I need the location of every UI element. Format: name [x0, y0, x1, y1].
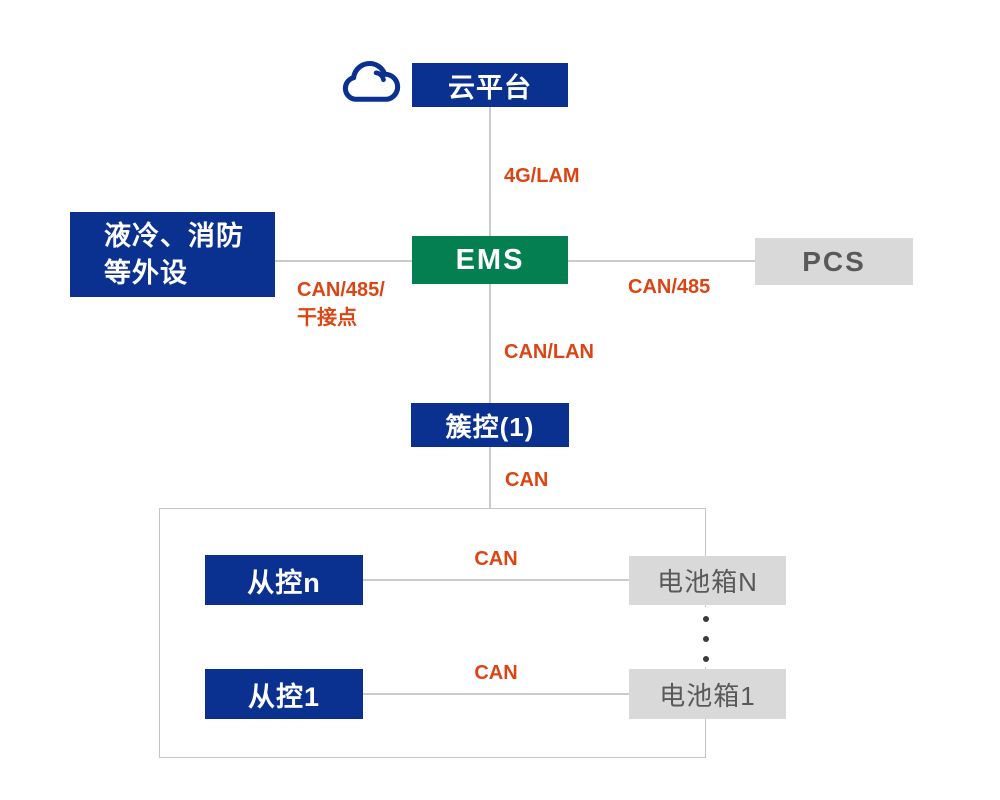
node-slave-n: 从控n [205, 555, 363, 605]
vertical-ellipsis [703, 616, 710, 662]
connector-slaven-batteryn [363, 579, 629, 581]
link-label-ems-pcs: CAN/485 [628, 276, 711, 298]
node-cluster-controller-label: 簇控(1) [445, 411, 535, 442]
node-pcs-label: PCS [802, 245, 866, 277]
link-label-cloud-ems: 4G/LAM [504, 165, 580, 187]
node-battery-box-1: 电池箱1 [629, 669, 786, 719]
cloud-icon [342, 60, 401, 102]
node-battery-box-n: 电池箱N [629, 556, 786, 605]
connector-ems-pcs [568, 260, 755, 262]
node-ems-label: EMS [455, 243, 525, 276]
ellipsis-dot [703, 616, 709, 622]
node-cloud-platform: 云平台 [412, 63, 568, 107]
link-label-ems-cluster: CAN/LAN [504, 341, 594, 363]
node-peripherals-label-line2: 等外设 [104, 257, 188, 288]
node-slave-1: 从控1 [205, 669, 363, 719]
node-cloud-platform-label: 云平台 [448, 72, 532, 103]
link-label-peripherals-ems: CAN/485/ 干接点 [297, 276, 385, 332]
battery-group-frame [159, 508, 706, 758]
connector-cluster-group [489, 447, 491, 508]
ellipsis-dot [703, 636, 709, 642]
link-label-peripherals-ems-line2: 干接点 [297, 307, 357, 329]
node-peripherals-label-line1: 液冷、消防 [104, 220, 244, 251]
link-label-slave1-battery1: CAN [474, 662, 518, 684]
node-battery-box-n-label: 电池箱N [657, 567, 758, 597]
connector-ems-cluster [489, 284, 491, 403]
node-battery-box-1-label: 电池箱1 [659, 680, 756, 711]
link-label-cluster-group: CAN [505, 469, 549, 491]
link-label-slaven-batteryn: CAN [474, 548, 518, 570]
ellipsis-dot [703, 656, 709, 662]
connector-peripherals-ems [275, 260, 412, 262]
node-pcs: PCS [755, 238, 913, 285]
node-slave-1-label: 从控1 [247, 681, 321, 712]
node-cluster-controller: 簇控(1) [411, 403, 569, 447]
node-ems: EMS [412, 236, 568, 284]
node-slave-n-label: 从控n [247, 567, 321, 598]
connector-cloud-ems [489, 107, 491, 236]
link-label-peripherals-ems-line1: CAN/485/ [297, 279, 385, 301]
connector-slave1-battery1 [363, 693, 629, 695]
node-peripherals: 液冷、消防 等外设 [70, 212, 275, 297]
